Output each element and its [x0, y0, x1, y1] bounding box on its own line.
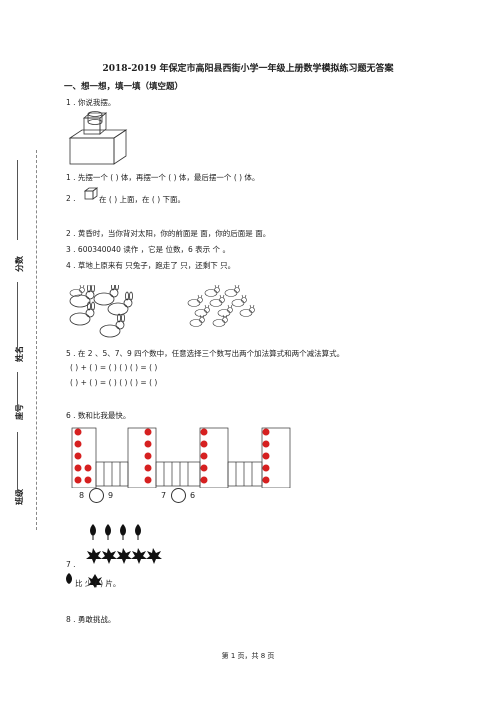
q5-row-1: ( ) + ( ) = ( ) ( ) ( ) = ( ) [70, 363, 158, 372]
q2b-line: 2 . 黄昏时，当你背对太阳，你的前面是 面，你的后面是 面。 [66, 229, 271, 238]
q2-number: 2 . [66, 194, 76, 203]
compare-1-right: 9 [108, 491, 114, 500]
q5-row-2: ( ) + ( ) = ( ) ( ) ( ) = ( ) [70, 378, 158, 387]
leaves-illustration [86, 524, 162, 564]
leaf-icon [66, 573, 72, 584]
seat-label: 座号 [15, 404, 24, 420]
document-title: 2018-2019 年保定市高阳县西街小学一年级上册数学模拟练习题无答案 [102, 64, 394, 74]
q7-number: 7 . [66, 560, 76, 569]
q8-line: 8 . 勇敢挑战。 [66, 615, 116, 624]
seat-rule [17, 372, 18, 412]
compare-2-circle[interactable] [171, 488, 186, 503]
section-heading: 一、想一想，填一填（填空题） [64, 82, 184, 92]
q3-line: 3 . 600340040 读作 ，它是 位数，6 表示 个 。 [66, 245, 230, 254]
compare-1-circle[interactable] [89, 488, 104, 503]
q4-line: 4 . 草地上原来有 只兔子，跑走了 只，还剩下 只。 [66, 261, 236, 270]
binding-line [36, 150, 37, 530]
cube-stack-figure [68, 111, 128, 165]
rabbits-illustration [69, 285, 255, 338]
q5-line: 5 . 在 2 、5、7、9 四个数中，任意选择三个数写出两个加法算式和两个减法… [66, 349, 345, 358]
compare-1-left: 8 [79, 491, 85, 500]
dot-grid-figure [71, 427, 291, 488]
class-rule [17, 432, 18, 492]
maple-leaf-icon [88, 574, 102, 588]
compare-2-left: 7 [161, 491, 167, 500]
q1-title: 1 . 你说我摆。 [66, 98, 116, 107]
name-label: 姓名 [15, 346, 24, 362]
score-label: 分数 [15, 256, 24, 272]
small-cube-icon [84, 187, 98, 200]
name-rule [17, 282, 18, 352]
q6-line: 6 . 数和比我最快。 [66, 411, 131, 420]
q1-line: 1 . 先摆一个 ( ) 体，再摆一个 ( ) 体，最后摆一个 ( ) 体。 [66, 173, 260, 182]
class-label: 班级 [15, 489, 24, 505]
q7-text: 比 少 ( ) 片。 [75, 579, 121, 588]
q2-text: 在 ( ) 上面，在 ( ) 下面。 [99, 195, 186, 204]
score-rule [17, 160, 18, 240]
compare-2-right: 6 [190, 491, 196, 500]
page-footer: 第 1 页，共 8 页 [221, 652, 275, 660]
